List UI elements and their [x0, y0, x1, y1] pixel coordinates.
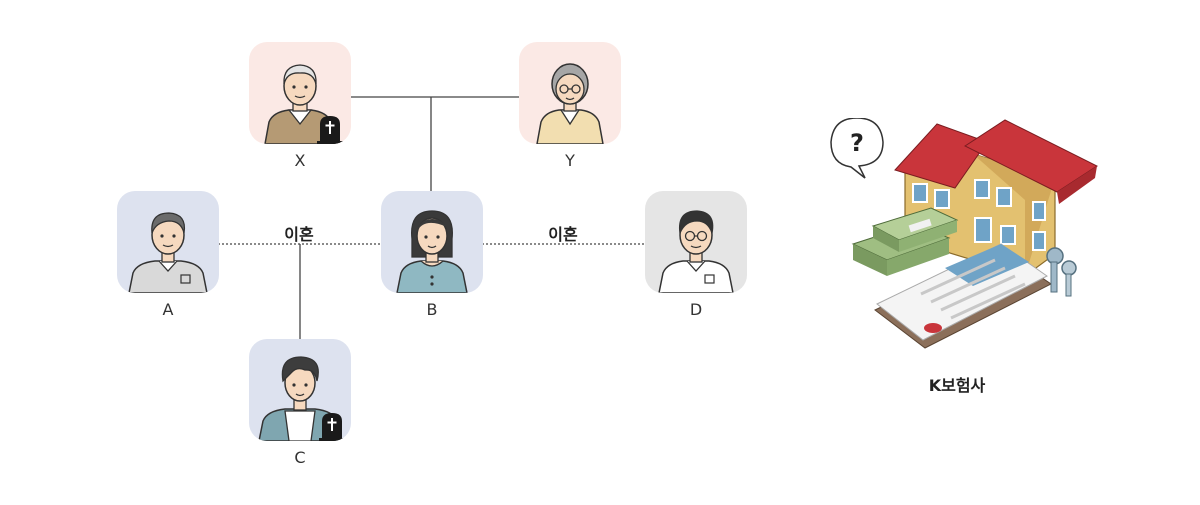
person-card-d [645, 191, 747, 293]
question-bubble-icon: ? [830, 118, 884, 179]
divorce-label-b-d: 이혼 [548, 225, 578, 244]
person-label-a: A [162, 300, 174, 319]
tombstone-icon [319, 413, 345, 441]
person-card-c [249, 339, 351, 441]
tombstone-icon [317, 116, 343, 144]
person-label-b: B [426, 300, 438, 319]
keys-icon [1046, 247, 1077, 297]
money-stack-icon [851, 207, 959, 276]
elderly-woman-avatar [536, 63, 604, 144]
person-label-x: X [294, 151, 306, 170]
person-label-c: C [294, 448, 306, 467]
person-label-y: Y [565, 151, 575, 170]
young-man-avatar [258, 356, 342, 441]
person-label-d: D [689, 300, 703, 319]
man-with-glasses-avatar [658, 210, 734, 293]
person-card-a [117, 191, 219, 293]
contract-document-icon [874, 243, 1052, 349]
man-avatar [128, 212, 208, 293]
divorce-label-a-b: 이혼 [284, 225, 314, 244]
elderly-man-avatar [264, 64, 336, 144]
insurance-illustration: ? [830, 118, 1099, 349]
woman-avatar [396, 210, 468, 293]
company-label: K보험사 [928, 376, 986, 395]
bubble-text: ? [850, 129, 864, 157]
person-card-y [519, 42, 621, 144]
person-card-b [381, 191, 483, 293]
person-card-x [249, 42, 351, 144]
